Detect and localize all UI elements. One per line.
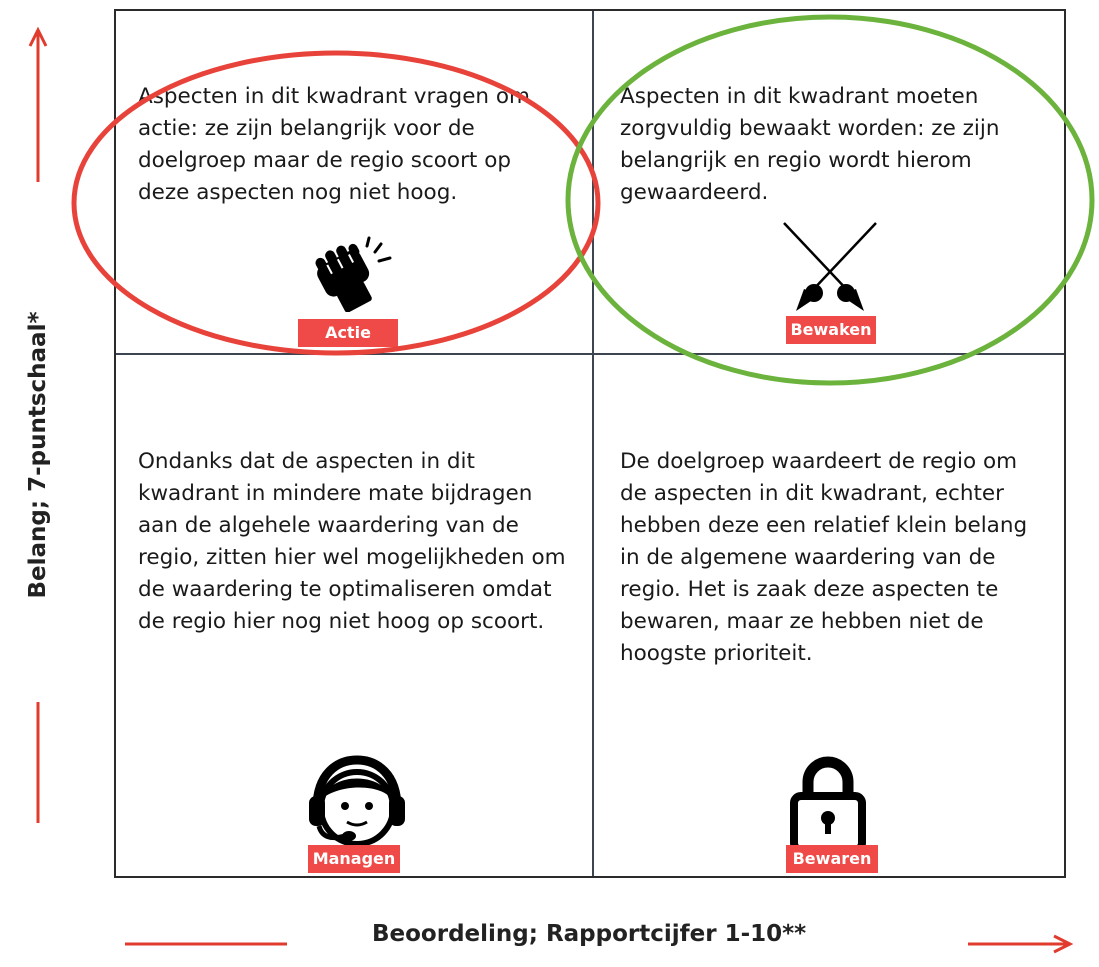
headset-person-icon <box>309 755 405 847</box>
quadrant-bottom-right-text: De doelgroep waardeert de regio om de as… <box>620 449 1028 666</box>
quadrant-top-right-text: Aspecten in dit kwadrant moeten zorgvuld… <box>620 84 1000 205</box>
crossed-swords-icon <box>783 222 877 311</box>
badge-managen: Managen <box>308 845 400 873</box>
quadrant-top-left-text: Aspecten in dit kwadrant vragen om actie… <box>138 84 530 205</box>
padlock-icon <box>790 756 866 854</box>
x-axis-label: Beoordeling; Rapportcijfer 1-10** <box>372 921 807 947</box>
horizontal-divider <box>116 353 1064 355</box>
badge-bewaren: Bewaren <box>786 845 878 873</box>
y-axis-arrow-head <box>28 26 48 47</box>
fist-icon <box>315 236 392 312</box>
badge-bewaken: Bewaken <box>786 316 876 344</box>
quadrant-bottom-left-text: Ondanks dat de aspecten in dit kwadrant … <box>138 449 566 634</box>
vertical-divider <box>592 11 594 876</box>
quadrant-matrix: Aspecten in dit kwadrant vragen om actie… <box>114 9 1066 878</box>
x-axis-arrow-head <box>1053 934 1074 954</box>
y-axis-label: Belang; 7-puntschaal* <box>25 311 51 599</box>
badge-actie: Actie <box>298 319 398 347</box>
